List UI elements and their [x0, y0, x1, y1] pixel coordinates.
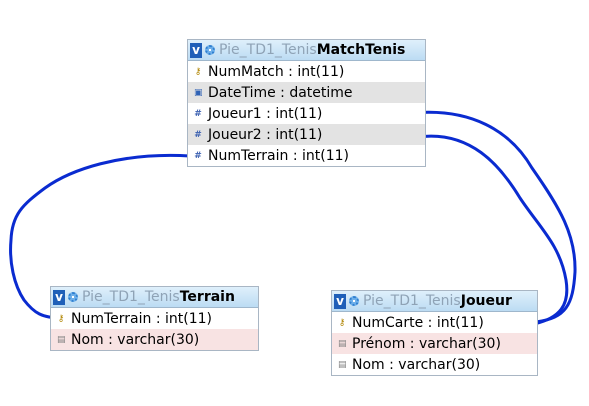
field-row[interactable]: ▤ Prénom : varchar(30)	[332, 333, 537, 354]
field-row[interactable]: ▤ Nom : varchar(30)	[51, 329, 258, 350]
text-icon: ▤	[57, 334, 66, 345]
v-icon[interactable]: v	[190, 42, 202, 58]
field-label: Joueur1 : int(11)	[208, 105, 323, 122]
table-joueur[interactable]: v Pie_TD1_Tenis Joueur ⚷ NumCarte : int(…	[331, 290, 538, 376]
hash-icon: #	[194, 129, 202, 140]
field-row[interactable]: ▣ DateTime : datetime	[188, 82, 425, 103]
key-icon: ⚷	[194, 66, 202, 77]
field-label: Joueur2 : int(11)	[208, 126, 323, 143]
v-icon[interactable]: v	[53, 289, 65, 305]
key-icon: ⚷	[57, 313, 65, 324]
field-label: NumCarte : int(11)	[352, 314, 484, 331]
field-label: DateTime : datetime	[208, 84, 353, 101]
field-label: Prénom : varchar(30)	[352, 335, 501, 352]
table-name: Joueur	[460, 293, 512, 309]
hash-icon: #	[194, 150, 202, 161]
field-row[interactable]: # Joueur2 : int(11)	[188, 124, 425, 145]
gear-icon[interactable]	[205, 45, 215, 55]
table-matchtenis[interactable]: v Pie_TD1_Tenis MatchTenis ⚷ NumMatch : …	[187, 39, 426, 167]
table-terrain[interactable]: v Pie_TD1_Tenis Terrain ⚷ NumTerrain : i…	[50, 286, 259, 351]
field-row[interactable]: ⚷ NumCarte : int(11)	[332, 312, 537, 333]
field-row[interactable]: ⚷ NumTerrain : int(11)	[51, 308, 258, 329]
database-name: Pie_TD1_Tenis	[82, 289, 180, 305]
table-header[interactable]: v Pie_TD1_Tenis MatchTenis	[188, 40, 425, 61]
field-label: NumMatch : int(11)	[208, 63, 345, 80]
hash-icon: #	[194, 108, 202, 119]
gear-icon[interactable]	[68, 292, 78, 302]
database-name: Pie_TD1_Tenis	[363, 293, 461, 309]
database-name: Pie_TD1_Tenis	[219, 42, 317, 58]
field-row[interactable]: ⚷ NumMatch : int(11)	[188, 61, 425, 82]
field-label: NumTerrain : int(11)	[71, 310, 212, 327]
text-icon: ▤	[338, 338, 347, 349]
v-icon[interactable]: v	[334, 293, 346, 309]
field-label: NumTerrain : int(11)	[208, 147, 349, 164]
field-label: Nom : varchar(30)	[352, 356, 481, 373]
field-label: Nom : varchar(30)	[71, 331, 200, 348]
field-row[interactable]: # Joueur1 : int(11)	[188, 103, 425, 124]
table-header[interactable]: v Pie_TD1_Tenis Terrain	[51, 287, 258, 308]
key-icon: ⚷	[338, 317, 346, 328]
table-name: MatchTenis	[316, 42, 406, 58]
table-name: Terrain	[179, 289, 235, 305]
field-row[interactable]: ▤ Nom : varchar(30)	[332, 354, 537, 375]
field-row[interactable]: # NumTerrain : int(11)	[188, 145, 425, 166]
calendar-icon: ▣	[194, 87, 203, 98]
table-header[interactable]: v Pie_TD1_Tenis Joueur	[332, 291, 537, 312]
text-icon: ▤	[338, 359, 347, 370]
gear-icon[interactable]	[349, 296, 359, 306]
